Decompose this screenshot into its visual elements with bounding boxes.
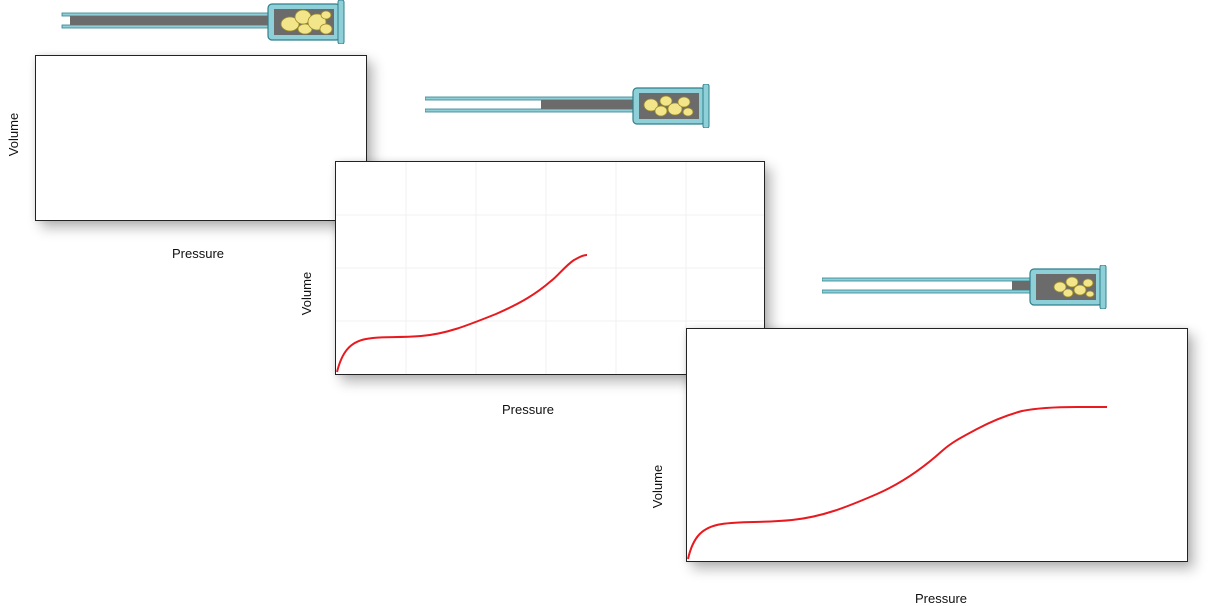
chart-panel-empty	[35, 55, 367, 221]
syringe-with-powder-icon	[822, 265, 1107, 309]
x-axis-label: Pressure	[172, 246, 225, 261]
x-axis-label: Pressure	[502, 402, 555, 417]
syringe-body	[61, 0, 345, 44]
y-axis-label: Volume	[6, 112, 22, 157]
plot-area	[687, 406, 1107, 560]
syringe-body	[425, 84, 710, 128]
x-axis-label: Pressure	[915, 591, 968, 606]
grid	[336, 162, 764, 374]
y-axis-label: Volume	[650, 464, 666, 509]
plot-area	[336, 162, 764, 374]
syringe-with-powder-icon	[61, 0, 345, 44]
syringe-with-powder-icon	[425, 84, 710, 128]
syringe-body	[822, 265, 1107, 309]
y-axis-label: Volume	[299, 271, 315, 316]
chart-panel-full	[686, 328, 1188, 562]
compression-curve	[687, 406, 1107, 560]
compression-curve	[336, 254, 588, 373]
